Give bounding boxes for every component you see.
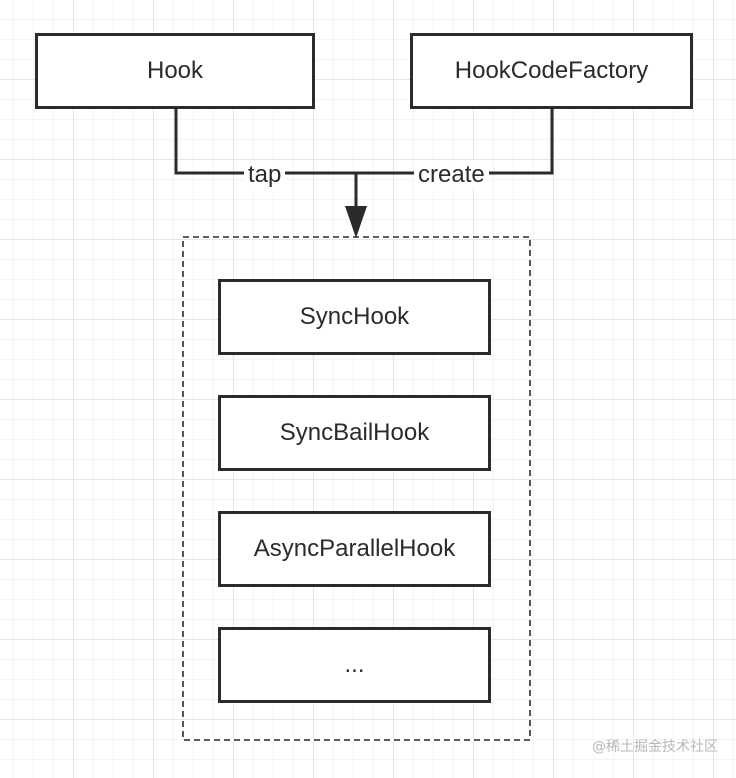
- hook-code-factory-label: HookCodeFactory: [454, 57, 649, 84]
- create-label: create: [414, 161, 489, 189]
- tap-label: tap: [244, 161, 286, 189]
- sync-hook-label: SyncHook: [299, 303, 410, 330]
- arrow-head-icon: [345, 206, 367, 238]
- hook-label: Hook: [146, 57, 204, 84]
- watermark: @稀土掘金技术社区: [592, 739, 718, 755]
- async-parallel-hook-label: AsyncParallelHook: [253, 535, 456, 562]
- more-hooks-box: ...: [218, 627, 491, 703]
- hook-code-factory-box: HookCodeFactory: [410, 33, 693, 109]
- hook-box: Hook: [35, 33, 315, 109]
- sync-hook-box: SyncHook: [218, 279, 491, 355]
- sync-bail-hook-label: SyncBailHook: [279, 419, 430, 446]
- sync-bail-hook-box: SyncBailHook: [218, 395, 491, 471]
- tap-connector: [174, 108, 356, 175]
- async-parallel-hook-box: AsyncParallelHook: [218, 511, 491, 587]
- hook-type-group: [182, 236, 531, 741]
- more-hooks-label: ...: [344, 651, 365, 678]
